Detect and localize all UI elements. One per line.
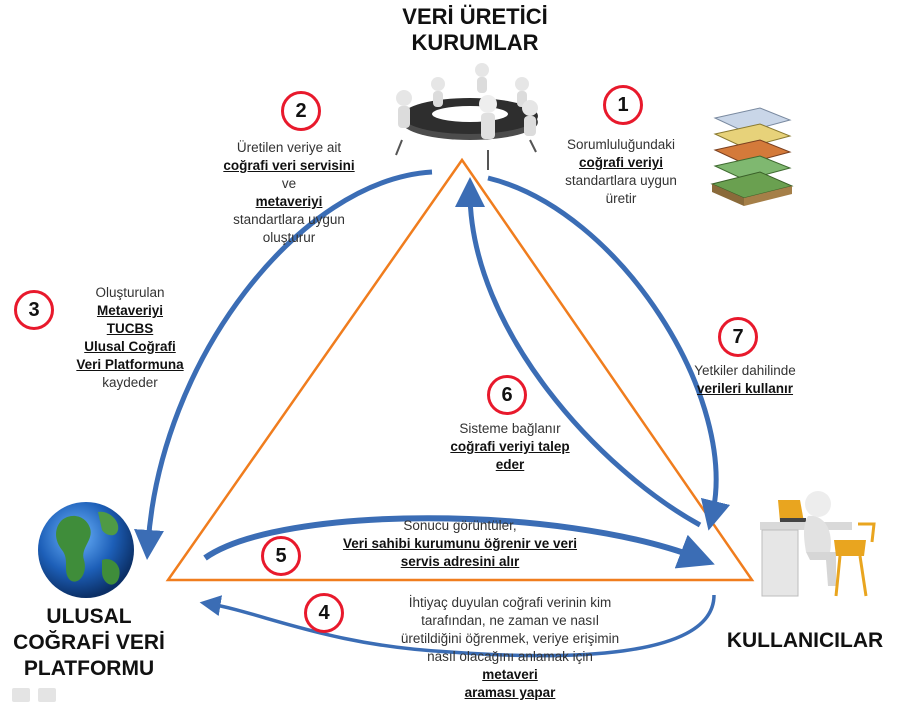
step-4-line: İhtiyaç duyulan coğrafi verinin kim [408,595,612,610]
step-number: 7 [732,326,744,348]
step-number: 5 [275,545,287,567]
next-slide-icon[interactable] [38,688,56,702]
step-4-line: üretildiğini öğrenmek, veriye erişimin [400,631,620,646]
slide-menu-icon[interactable] [12,688,30,702]
step-1-line: standartlara uygun [565,173,677,188]
meeting-table-icon [395,63,538,170]
arrow-users-to-producers [455,177,702,528]
step-5-line: Sonucu görüntüler, [403,518,517,533]
step-1-line: üretir [605,191,637,206]
step-2-line: Üretilen veriye ait [236,140,342,155]
step-badge-4: 4 [304,593,344,633]
users-title: KULLANICILAR [712,628,898,654]
platform-title: ULUSAL COĞRAFİ VERİ PLATFORMU [4,604,174,682]
step-1-text: Sorumluluğundaki coğrafi veriyi standart… [546,136,696,208]
arrow-users-to-platform [199,594,716,658]
step-badge-2: 2 [281,91,321,131]
step-7-line: verileri kullanır [696,381,794,396]
step-6-line: coğrafi veriyi talep [450,439,570,454]
process-triangle [165,157,755,582]
step-2-line: standartlara uygun [233,212,345,227]
step-1-line: coğrafi veriyi [578,155,664,170]
step-4-line: tarafından, ne zaman ve nasıl [421,613,599,628]
step-3-line: Metaveriyi [96,303,164,318]
step-5-line: Veri sahibi kurumunu öğrenir ve veri [342,536,578,551]
step-3-line: TUCBS [106,321,154,336]
globe-icon [38,502,134,598]
arrow-platform-to-users [203,515,715,569]
step-4-text: İhtiyaç duyulan coğrafi verinin kim tara… [360,594,660,702]
step-6-line: Sisteme bağlanır [459,421,561,436]
step-7-text: Yetkiler dahilinde verileri kullanır [670,362,820,398]
arrow-producers-to-platform [134,169,433,560]
users-title-text: KULLANICILAR [726,629,884,652]
arrow-producers-to-users [487,175,731,531]
step-3-line: Oluşturulan [95,285,165,300]
step-4-line: nasıl olacağını anlamak için [427,649,593,664]
step-number: 1 [617,94,629,116]
step-number: 4 [318,602,330,624]
step-number: 6 [501,384,513,406]
step-1-line: Sorumluluğundaki [566,137,676,152]
producers-title-line-2: KURUMLAR [411,30,539,55]
step-3-line: kaydeder [102,375,158,390]
step-badge-1: 1 [603,85,643,125]
step-4-line: metaveri [482,667,538,682]
step-2-line: metaveriyi [255,194,323,209]
step-badge-3: 3 [14,290,54,330]
step-2-line: oluşturur [262,230,316,245]
step-badge-7: 7 [718,317,758,357]
step-6-line: eder [495,457,525,472]
step-2-text: Üretilen veriye ait coğrafi veri servisi… [194,139,384,247]
platform-title-line-1: ULUSAL [46,605,132,628]
producers-title-line-1: VERİ ÜRETİCİ [402,4,548,29]
step-6-text: Sisteme bağlanır coğrafi veriyi talep ed… [422,420,598,474]
step-3-line: Ulusal Coğrafi [84,339,176,354]
step-badge-6: 6 [487,375,527,415]
step-2-line: ve [281,176,297,191]
step-4-line: araması yapar [464,685,556,700]
map-layers-icon [710,107,794,206]
user-at-desk-icon [760,491,876,597]
step-3-line: Veri Platformuna [76,357,184,372]
step-7-line: Yetkiler dahilinde [694,363,796,378]
step-number: 3 [28,299,40,321]
step-badge-5: 5 [261,536,301,576]
step-3-text: Oluşturulan Metaveriyi TUCBS Ulusal Coğr… [60,284,200,392]
platform-title-line-3: PLATFORMU [23,657,155,680]
slide-nav [12,688,56,702]
step-5-text: Sonucu görüntüler, Veri sahibi kurumunu … [300,517,620,571]
platform-title-line-2: COĞRAFİ VERİ [13,631,165,654]
step-5-line: servis adresini alır [400,554,520,569]
step-number: 2 [295,100,307,122]
step-2-line: coğrafi veri servisini [223,158,355,173]
producers-title: VERİ ÜRETİCİ KURUMLAR [380,4,570,56]
